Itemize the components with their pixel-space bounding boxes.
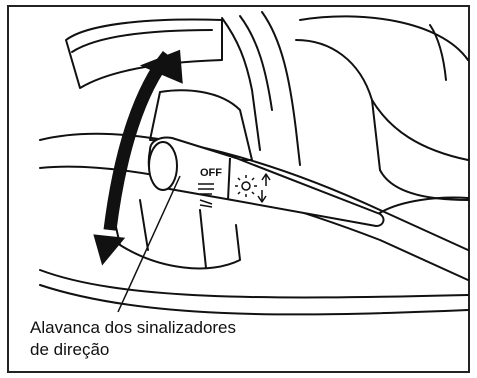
callout-line-1: Alavanca dos sinalizadores bbox=[30, 318, 237, 337]
callout-caption: Alavanca dos sinalizadores de direção bbox=[30, 317, 330, 361]
headlight-symbol-icon bbox=[235, 175, 257, 197]
lever-off-label: OFF bbox=[200, 167, 222, 179]
turn-signal-lever: OFF bbox=[147, 136, 385, 227]
figure-frame bbox=[7, 5, 470, 373]
lever-motion-arrow-icon bbox=[93, 49, 183, 266]
dashboard-line-art bbox=[39, 11, 469, 316]
fog-light-symbol-icon bbox=[198, 183, 214, 208]
callout-line-2: de direção bbox=[30, 340, 110, 359]
callout-leader-line bbox=[117, 175, 181, 313]
beam-arrows-icon bbox=[257, 173, 271, 203]
